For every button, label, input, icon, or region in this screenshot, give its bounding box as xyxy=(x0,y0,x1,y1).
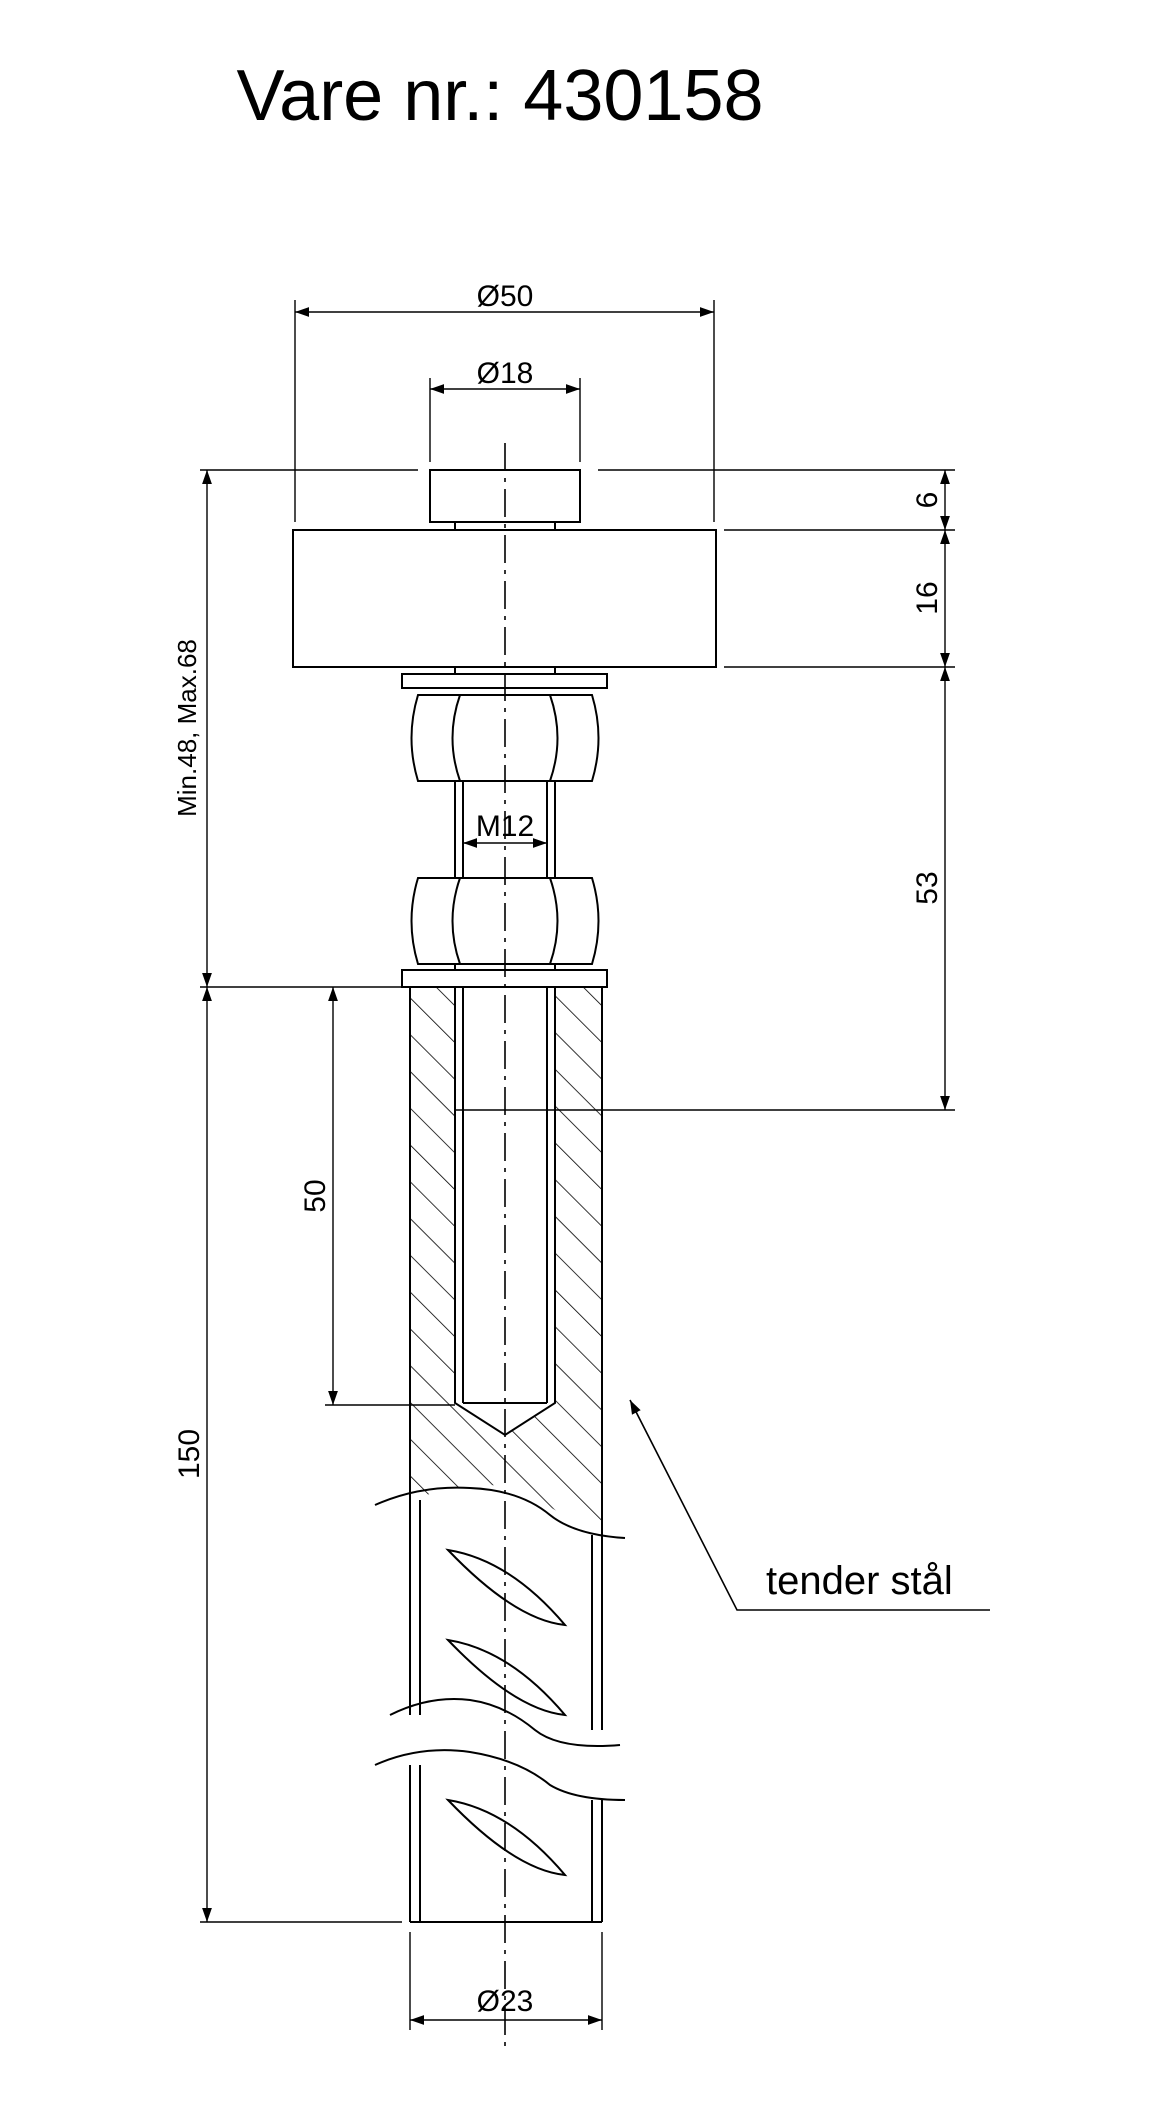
upper-hex-nut xyxy=(410,694,600,782)
callout-label: tender stål xyxy=(766,1559,953,1603)
dim-rebar-diameter: Ø23 xyxy=(477,1985,534,2018)
dim-thread-length: 53 xyxy=(911,871,944,904)
lower-hex-nut xyxy=(410,877,600,965)
rebar xyxy=(374,1486,626,1923)
dim-bore-depth: 50 xyxy=(299,1179,332,1212)
main-disc xyxy=(292,529,717,668)
callout-leader xyxy=(629,1399,990,1611)
dim-anchor-length: 150 xyxy=(173,1429,206,1479)
extension-lines xyxy=(200,300,955,2030)
anchor-sleeve-section xyxy=(409,987,603,1535)
dim-outer-diameter: Ø50 xyxy=(477,280,534,313)
dim-adjust-range: Min.48, Max.68 xyxy=(172,639,202,817)
threaded-rod xyxy=(454,781,556,878)
dim-disc-height: 16 xyxy=(911,581,944,614)
dim-thread-size: M12 xyxy=(476,810,534,843)
dim-cap-height: 6 xyxy=(911,492,944,509)
product-number-title: Vare nr.: 430158 xyxy=(236,56,764,136)
dim-inner-diameter: Ø18 xyxy=(477,357,534,390)
